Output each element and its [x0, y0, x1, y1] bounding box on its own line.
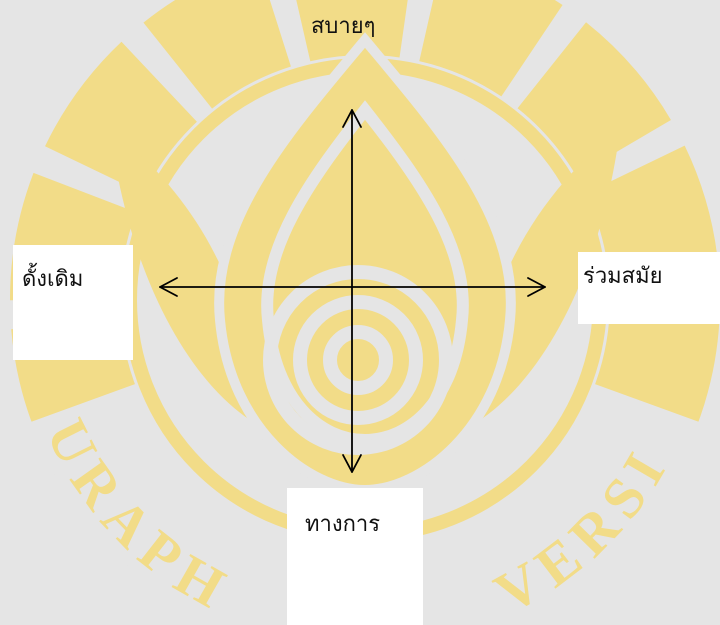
bottom-label-box: ทางการ [287, 488, 423, 625]
left-label-box: ดั้งเดิม [13, 245, 133, 360]
left-label: ดั้งเดิม [22, 267, 83, 293]
top-label: สบายๆ [311, 14, 375, 40]
right-label-box: ร่วมสมัย [578, 252, 720, 324]
right-label: ร่วมสมัย [583, 264, 663, 290]
bottom-label: ทางการ [305, 512, 380, 538]
